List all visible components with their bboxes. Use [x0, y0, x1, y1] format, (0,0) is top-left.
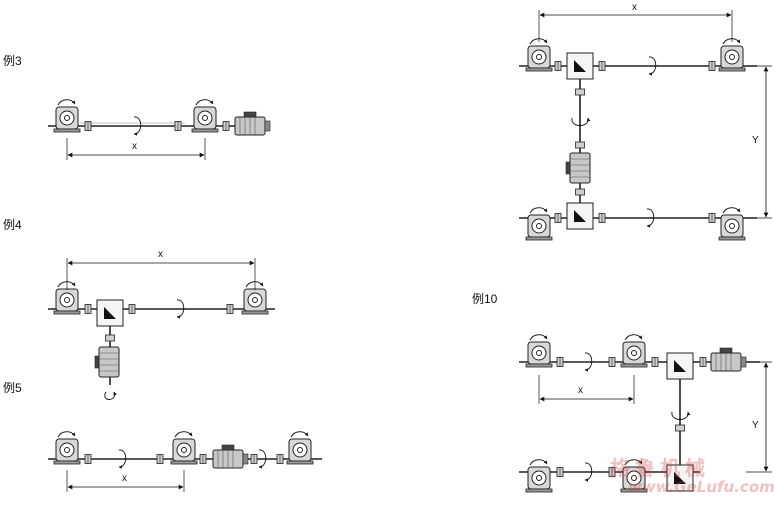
screw-jack — [526, 460, 552, 492]
motor — [710, 347, 747, 372]
screw-jack — [287, 432, 313, 464]
screw-jack — [719, 39, 745, 71]
screw-jack — [621, 335, 647, 367]
top-right-dim-y-label: Y — [752, 135, 759, 146]
screw-jack — [526, 335, 552, 367]
screw-jack — [719, 208, 745, 240]
example-4 — [48, 258, 275, 400]
example-10-label: 例10 — [472, 292, 498, 306]
watermark-text: 格鲁机械 — [610, 456, 710, 480]
example-3 — [48, 100, 271, 160]
screw-jack — [54, 432, 80, 464]
screw-jack — [54, 100, 80, 132]
screw-jack — [526, 208, 552, 240]
screw-jack — [526, 39, 552, 71]
motor — [234, 111, 271, 136]
gearbox — [566, 52, 594, 80]
gearbox — [566, 202, 594, 230]
ex4-dim-x-label: x — [158, 249, 163, 260]
motor — [565, 152, 591, 184]
screw-jack — [171, 432, 197, 464]
example-3-label: 例3 — [3, 54, 22, 68]
motor — [94, 346, 120, 378]
ex10-dim-x-label: x — [578, 385, 583, 396]
top-right-dim-x-label: x — [632, 2, 637, 13]
gearbox — [666, 352, 694, 380]
example-5 — [48, 432, 322, 492]
ex10-dim-y-label: Y — [752, 420, 759, 431]
example-10 — [519, 335, 772, 492]
motor — [212, 444, 249, 469]
gearbox — [96, 299, 124, 327]
screw-jack — [192, 100, 218, 132]
example-top-right — [519, 10, 772, 240]
example-5-label: 例5 — [3, 381, 22, 395]
ex5-dim-x-label: x — [122, 473, 127, 484]
example-4-label: 例4 — [3, 218, 22, 232]
ex3-dim-x-label: x — [132, 141, 137, 152]
watermark-url: www.GeLufu.com — [628, 478, 775, 496]
